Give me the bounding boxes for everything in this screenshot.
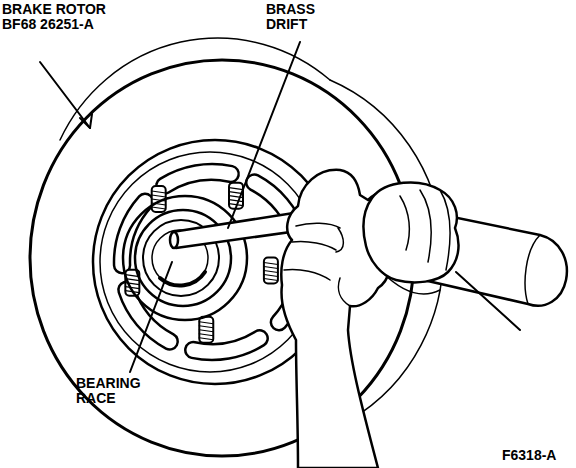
- wheel-stud: [264, 258, 278, 284]
- wheel-stud: [199, 317, 213, 343]
- figure-number: F6318-A: [502, 448, 574, 463]
- cooling-slot: [156, 164, 238, 194]
- part-label: BRASS DRIFT: [266, 2, 346, 32]
- part-label: BEARING RACE: [76, 376, 166, 406]
- part-label: BRAKE ROTOR BF68 26251-A: [2, 2, 132, 32]
- cooling-slot: [185, 330, 267, 360]
- cooling-slot: [114, 194, 153, 273]
